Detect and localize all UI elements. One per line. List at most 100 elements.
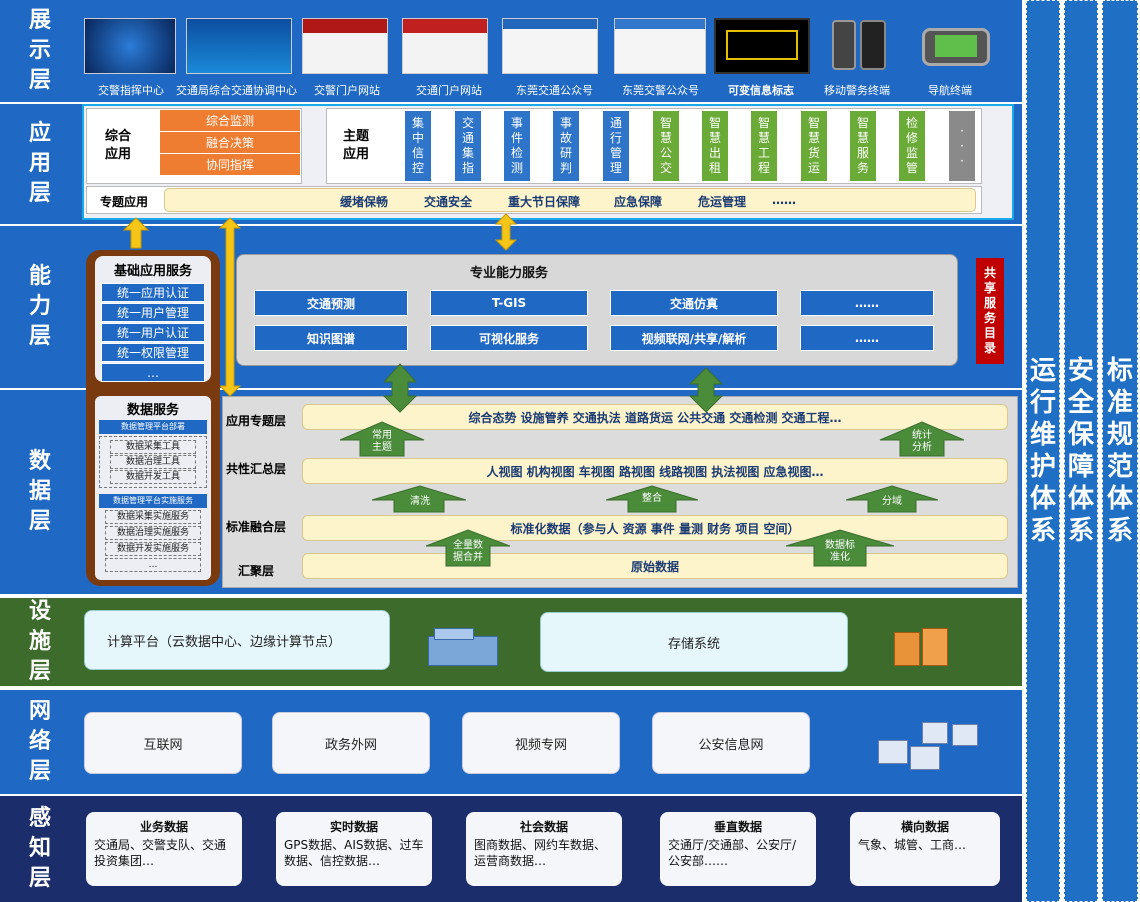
yellow-arrow [494,213,518,251]
pro-service-item: 可视化服务 [430,325,588,351]
datacenter-building-icon [424,626,504,670]
integrated-item: 融合决策 [160,132,300,154]
pro-service-item: 交通预测 [254,290,408,316]
standards-system: 标 准 规 范 体 系 [1102,0,1138,902]
server-storage-icon [892,624,956,668]
compute-platform-box: 计算平台（云数据中心、边缘计算节点） [84,610,390,670]
display-label: 交警门户网站 [314,84,380,97]
yellow-arrow [218,217,242,397]
theme-item: 通 行 管 理 [602,110,630,182]
deploy-item: 数据治理工具 [110,455,196,469]
special-app-row [164,188,976,212]
theme-item: 智 慧 服 务 [849,110,877,182]
special-item: 应急保障 [614,195,663,209]
thumb-traffic-wechat [502,18,598,74]
basic-app-service-title: 基础应用服务 [113,264,192,279]
pro-service-item: …… [800,325,934,351]
layer-label-data: 数 据 层 [28,449,51,534]
theme-item: 事 故 研 判 [552,110,580,182]
data-flow-arrows [122,213,965,567]
theme-item: 检 修 监 管 [898,110,926,182]
data-row-label: 应用专题层 [226,414,287,428]
pro-service-item: 知识图谱 [254,325,408,351]
thumb-police-portal [302,18,388,74]
sense-item-title: 业务数据 [139,820,188,834]
network-item: 视频专网 [462,712,620,774]
arrow-label: 常用 主题 [372,430,392,453]
mobile-terminal-icon [828,18,890,74]
sense-item-desc: 交通厅/交通部、公安厅/公安部…… [668,838,797,868]
data-row-label: 标准融合层 [226,520,287,534]
thumb-traffic-portal [402,18,488,74]
integrated-app-items: 综合监测 融合决策 协同指挥 [160,110,300,176]
up-arrow [785,529,895,567]
special-item: 缓堵保畅 [340,195,389,209]
basic-service-item: 统一权限管理 [101,343,205,362]
data-service-box: 数据服务 数据管理平台部署 数据采集工具 数据治理工具 数据开发工具 数据管理平… [95,396,211,580]
basic-service-item: 统一用户认证 [101,323,205,342]
deploy-item: 数据采集工具 [110,440,196,454]
sense-item: 社会数据 图商数据、网约车数据、运营商数据… [466,812,622,886]
navigation-terminal-icon [918,18,994,74]
pro-service-item: 视频联网/共享/解析 [610,325,778,351]
up-arrow [371,485,467,513]
thumb-coordination-center [186,18,292,74]
integrated-item: 综合监测 [160,110,300,132]
special-item: 重大节日保障 [508,195,581,209]
display-label: 导航终端 [928,84,972,97]
thumb-traffic-police-center [84,18,176,74]
up-arrow [425,529,511,567]
ops-maintenance-system: 运 行 维 护 体 系 [1026,0,1060,902]
sense-item-desc: 图商数据、网约车数据、运营商数据… [474,838,607,868]
network-item: 公安信息网 [652,712,810,774]
display-label: 可变信息标志 [728,84,794,97]
pro-service-item: T-GIS [430,290,588,316]
shared-catalog: 共 享 服 务 目 录 [976,258,1004,364]
display-label: 东莞交警公众号 [622,84,699,97]
up-arrow [605,485,699,513]
sense-item-desc: 气象、城管、工商… [858,838,967,852]
basic-service-item: 统一用户管理 [101,303,205,322]
sense-item: 业务数据 交通局、交警支队、交通投资集团… [86,812,242,886]
layer-label-display: 展 示 层 [28,8,51,93]
special-item: …… [772,193,796,207]
special-item: 危运管理 [698,195,747,209]
arrow-label: 整合 [642,493,662,504]
up-arrow [339,421,425,457]
display-label: 交通局综合交通协调中心 [176,84,297,97]
data-service-title: 数据服务 [126,403,179,418]
pro-service-item: …… [800,290,934,316]
data-row-label: 共性汇总层 [226,462,287,476]
display-label: 移动警务终端 [824,84,890,97]
up-arrow [845,485,939,513]
double-arrow [382,363,418,413]
yellow-arrow [122,217,150,249]
sense-item-title: 垂直数据 [713,820,762,834]
theme-item: · · · [948,110,976,182]
data-row-content: 人视图 机构视图 车视图 路视图 线路视图 执法视图 应急视图… [302,458,1008,484]
sense-item: 垂直数据 交通厅/交通部、公安厅/公安部…… [660,812,816,886]
impl-title: 数据管理平台实施服务 [99,494,207,508]
impl-item: 数据治理实施服务 [105,526,201,540]
sense-item: 横向数据 气象、城管、工商… [850,812,1000,886]
storage-system-box: 存储系统 [540,612,848,672]
theme-item: 智 慧 货 运 [800,110,828,182]
deploy-item: 数据开发工具 [110,470,196,484]
layer-label-app: 应 用 层 [28,121,51,206]
thumb-vms-sign [714,18,810,74]
pro-ability-title: 专业能力服务 [470,266,549,281]
basic-service-item: 统一应用认证 [101,283,205,302]
up-arrow [879,421,965,457]
integrated-app-title: 综合 应用 [104,129,131,162]
network-item: 政务外网 [272,712,430,774]
display-layer: 展 示 层 交警指挥中心 交通局综合交通协调中心 交警门户网站 交通门户网站 东… [0,0,1022,102]
data-row-label: 汇聚层 [238,564,275,578]
network-item: 互联网 [84,712,242,774]
sense-item-title: 社会数据 [519,820,568,834]
theme-item: 智 慧 出 租 [701,110,729,182]
integrated-item: 协同指挥 [160,154,300,176]
layer-label-sense: 感 知 层 [28,806,51,891]
layer-label-facility: 设 施 层 [28,599,51,684]
basic-app-service-box: 基础应用服务 统一应用认证 统一用户管理 统一用户认证 统一权限管理 … [95,256,211,382]
special-app-title: 专题应用 [100,195,149,209]
